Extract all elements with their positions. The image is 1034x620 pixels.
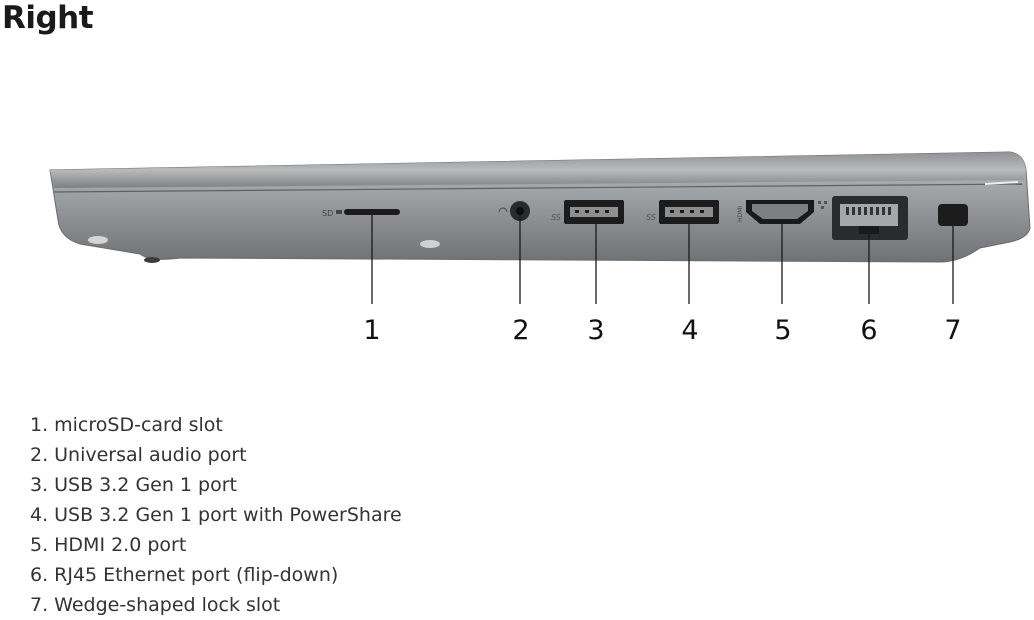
usb-ss-icon: SS [551,213,561,222]
microsd-slot: SD [322,209,400,218]
laptop-body [49,151,1031,263]
callout-leaders [371,215,954,304]
callout-3: 3 [587,315,605,346]
usb-port-powershare: SS [646,200,719,224]
sd-glyph: SD [322,209,333,218]
headset-icon [498,207,508,213]
callout-5: 5 [774,315,792,346]
list-item: 2.Universal audio port [30,440,402,470]
list-item-label: HDMI 2.0 port [54,534,187,556]
list-item: 5.HDMI 2.0 port [30,530,402,560]
list-item: 4.USB 3.2 Gen 1 port with PowerShare [30,500,402,530]
callout-1: 1 [363,315,381,346]
hdmi-port: HDMI [737,200,814,224]
page-title: Right [2,0,94,36]
list-item-number: 4. [30,504,49,526]
list-item-number: 7. [30,594,49,616]
list-item-label: Wedge-shaped lock slot [54,594,281,616]
list-item-label: Universal audio port [54,444,247,466]
list-item-number: 5. [30,534,49,556]
usb-port-1: SS [551,200,624,224]
list-item: 6.RJ45 Ethernet port (flip-down) [30,560,402,590]
laptop-right-side-diagram: SD SS SS HDMI [49,151,1031,304]
callout-4: 4 [681,315,699,346]
list-item-number: 6. [30,564,49,586]
callout-2: 2 [512,315,530,346]
hdmi-icon: HDMI [737,206,744,222]
list-item: 7.Wedge-shaped lock slot [30,590,402,620]
list-item-label: RJ45 Ethernet port (flip-down) [54,564,339,586]
list-item-number: 1. [30,414,49,436]
audio-jack [498,201,530,221]
callout-7: 7 [944,315,962,346]
list-item-label: USB 3.2 Gen 1 port with PowerShare [54,504,402,526]
usb-powershare-icon: SS [646,213,656,222]
lock-slot [938,204,968,226]
list-item-label: USB 3.2 Gen 1 port [54,474,238,496]
list-item: 1.microSD-card slot [30,410,402,440]
list-item-number: 3. [30,474,49,496]
port-legend-list: 1.microSD-card slot 2.Universal audio po… [30,410,402,620]
list-item: 3.USB 3.2 Gen 1 port [30,470,402,500]
rj45-port [818,196,908,240]
list-item-label: microSD-card slot [54,414,223,436]
callout-6: 6 [860,315,878,346]
list-item-number: 2. [30,444,49,466]
network-icon [818,201,827,209]
